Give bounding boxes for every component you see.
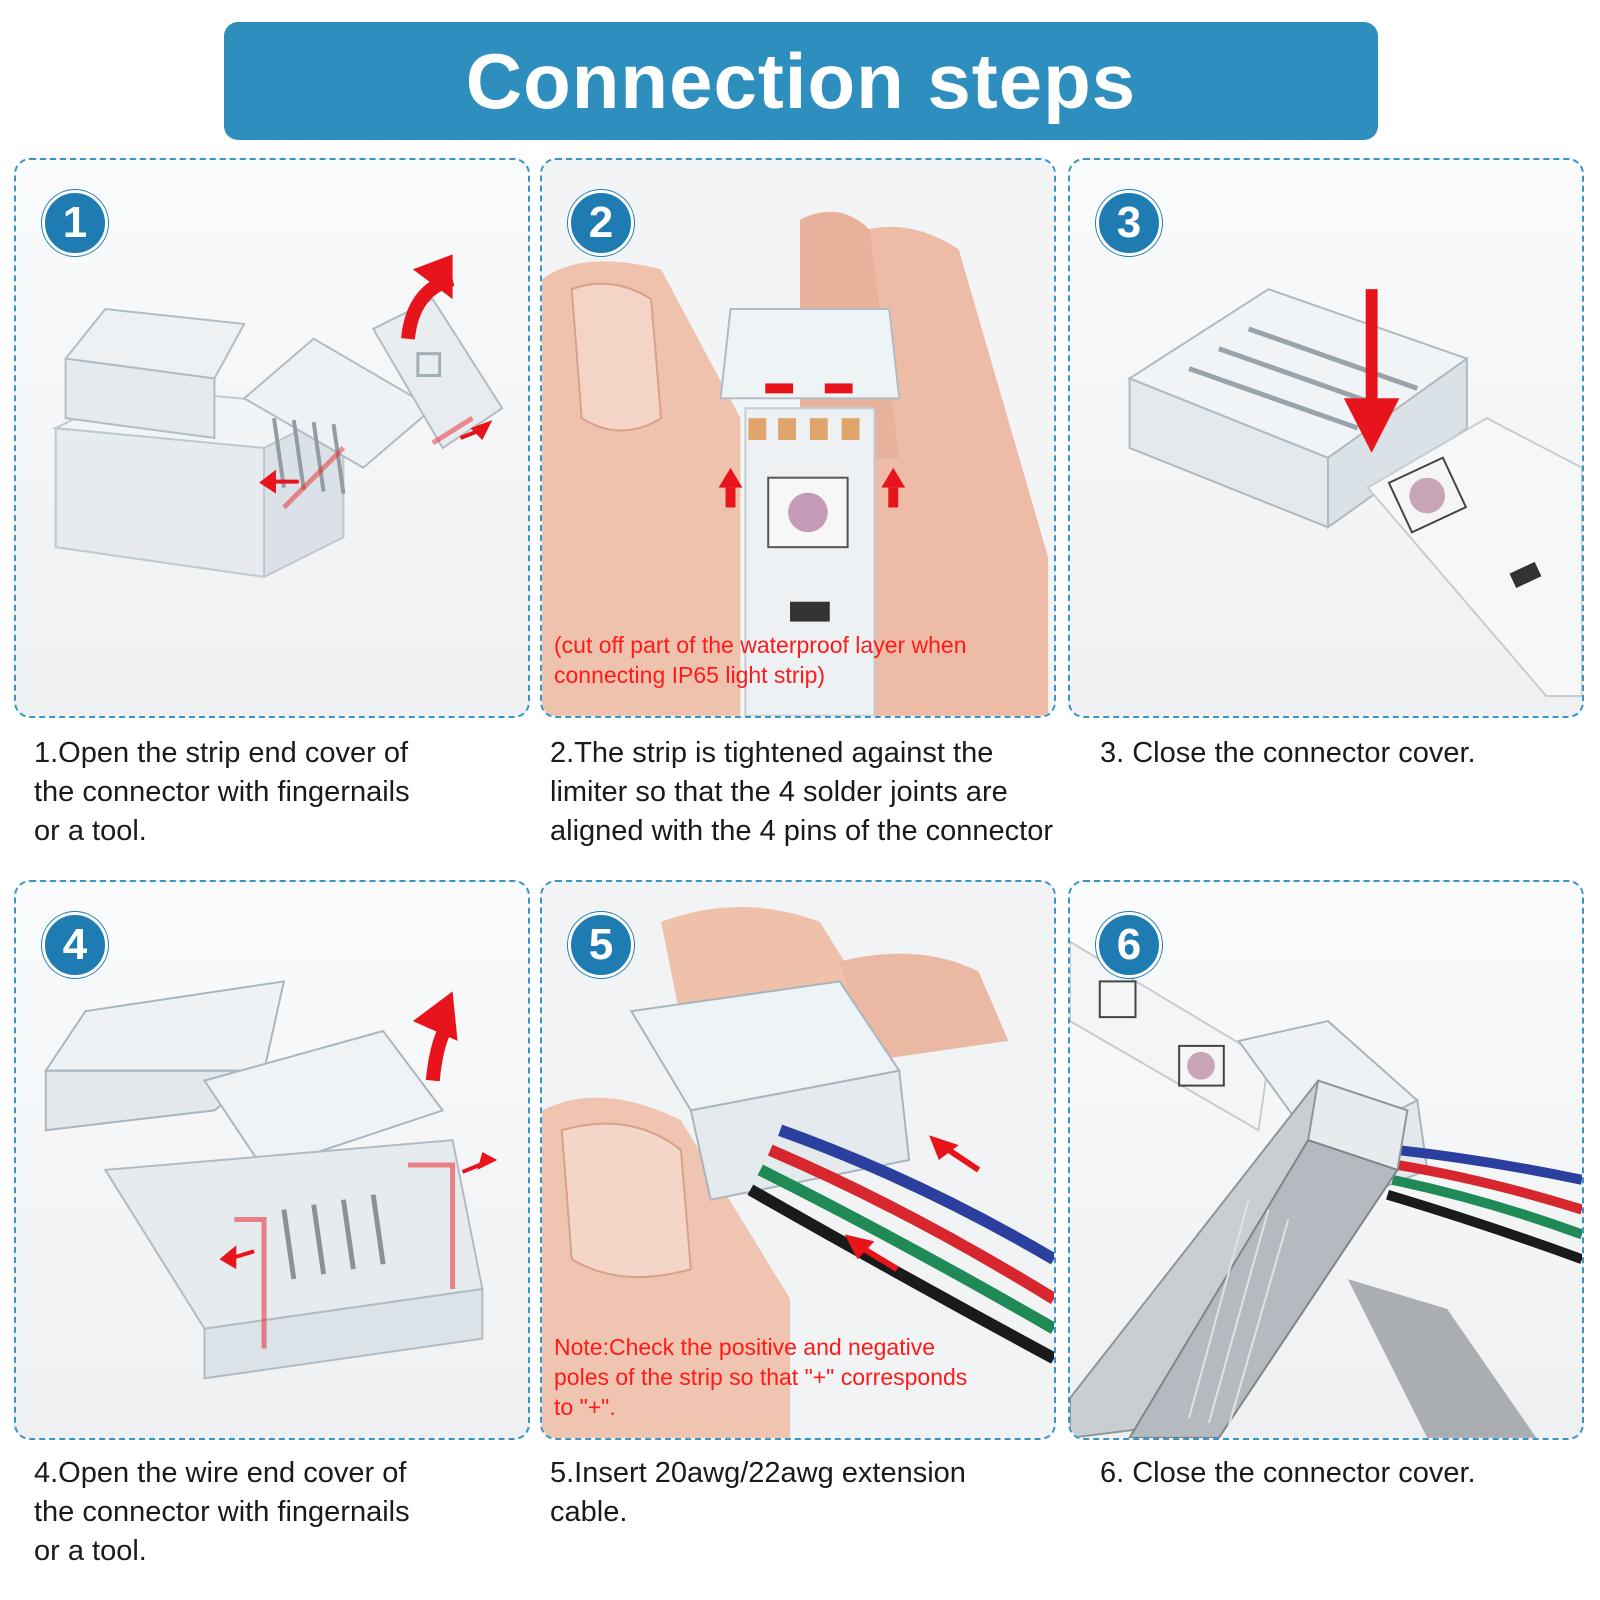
caption-line: cable. <box>550 1496 628 1528</box>
caption-line: aligned with the 4 pins of the connector <box>550 815 1053 847</box>
note-line: (cut off part of the waterproof layer wh… <box>554 632 967 658</box>
note-line: poles of the strip so that "+" correspon… <box>554 1364 968 1390</box>
step-1-illustration <box>52 254 504 579</box>
step-5-panel: 5 Note:Check the positive and negative p… <box>540 880 1056 1440</box>
polarity-note: Note:Check the positive and negative pol… <box>554 1332 967 1422</box>
step-1-panel: 1 <box>14 158 530 718</box>
step-4-illustration <box>43 980 498 1380</box>
step-number-badge: 4 <box>42 912 108 978</box>
step-4-caption: 4.Open the wire end cover of the connect… <box>34 1454 554 1571</box>
step-number-badge: 1 <box>42 190 108 256</box>
page-title: Connection steps <box>465 36 1137 125</box>
caption-line: 1.Open the strip end cover of <box>34 737 408 769</box>
step-5-caption: 5.Insert 20awg/22awg extension cable. <box>550 1454 1070 1532</box>
title-banner: Connection steps <box>224 22 1378 140</box>
step-3-illustration <box>1127 288 1582 697</box>
caption-line: 6. Close the connector cover. <box>1100 1457 1476 1489</box>
caption-line: limiter so that the 4 solder joints are <box>550 776 1008 808</box>
caption-line: 3. Close the connector cover. <box>1100 737 1476 769</box>
step-2-illustration <box>542 160 1054 716</box>
caption-line: the connector with fingernails <box>34 1496 410 1528</box>
step-3-caption: 3. Close the connector cover. <box>1100 734 1600 773</box>
step-6-illustration <box>1070 940 1582 1438</box>
caption-line: 5.Insert 20awg/22awg extension <box>550 1457 966 1489</box>
step-2-caption: 2.The strip is tightened against the lim… <box>550 734 1070 851</box>
step-3-panel: 3 <box>1068 158 1584 718</box>
step-6-caption: 6. Close the connector cover. <box>1100 1454 1600 1493</box>
note-line: Note:Check the positive and negative <box>554 1334 936 1360</box>
note-line: to "+". <box>554 1394 616 1420</box>
caption-line: 2.The strip is tightened against the <box>550 737 994 769</box>
caption-line: or a tool. <box>34 815 147 847</box>
note-line: connecting IP65 light strip) <box>554 662 826 688</box>
step-2-panel: 2 (cut off part of the waterproof layer … <box>540 158 1056 718</box>
step-5-illustration <box>542 882 1054 1438</box>
step-4-panel: 4 <box>14 880 530 1440</box>
caption-line: the connector with fingernails <box>34 776 410 808</box>
step-number-badge: 5 <box>568 912 634 978</box>
caption-line: or a tool. <box>34 1535 147 1567</box>
step-number-badge: 2 <box>568 190 634 256</box>
waterproof-note: (cut off part of the waterproof layer wh… <box>554 630 967 690</box>
step-number-badge: 6 <box>1096 912 1162 978</box>
step-1-caption: 1.Open the strip end cover of the connec… <box>34 734 554 851</box>
caption-line: 4.Open the wire end cover of <box>34 1457 407 1489</box>
step-number-badge: 3 <box>1096 190 1162 256</box>
step-6-panel: 6 <box>1068 880 1584 1440</box>
